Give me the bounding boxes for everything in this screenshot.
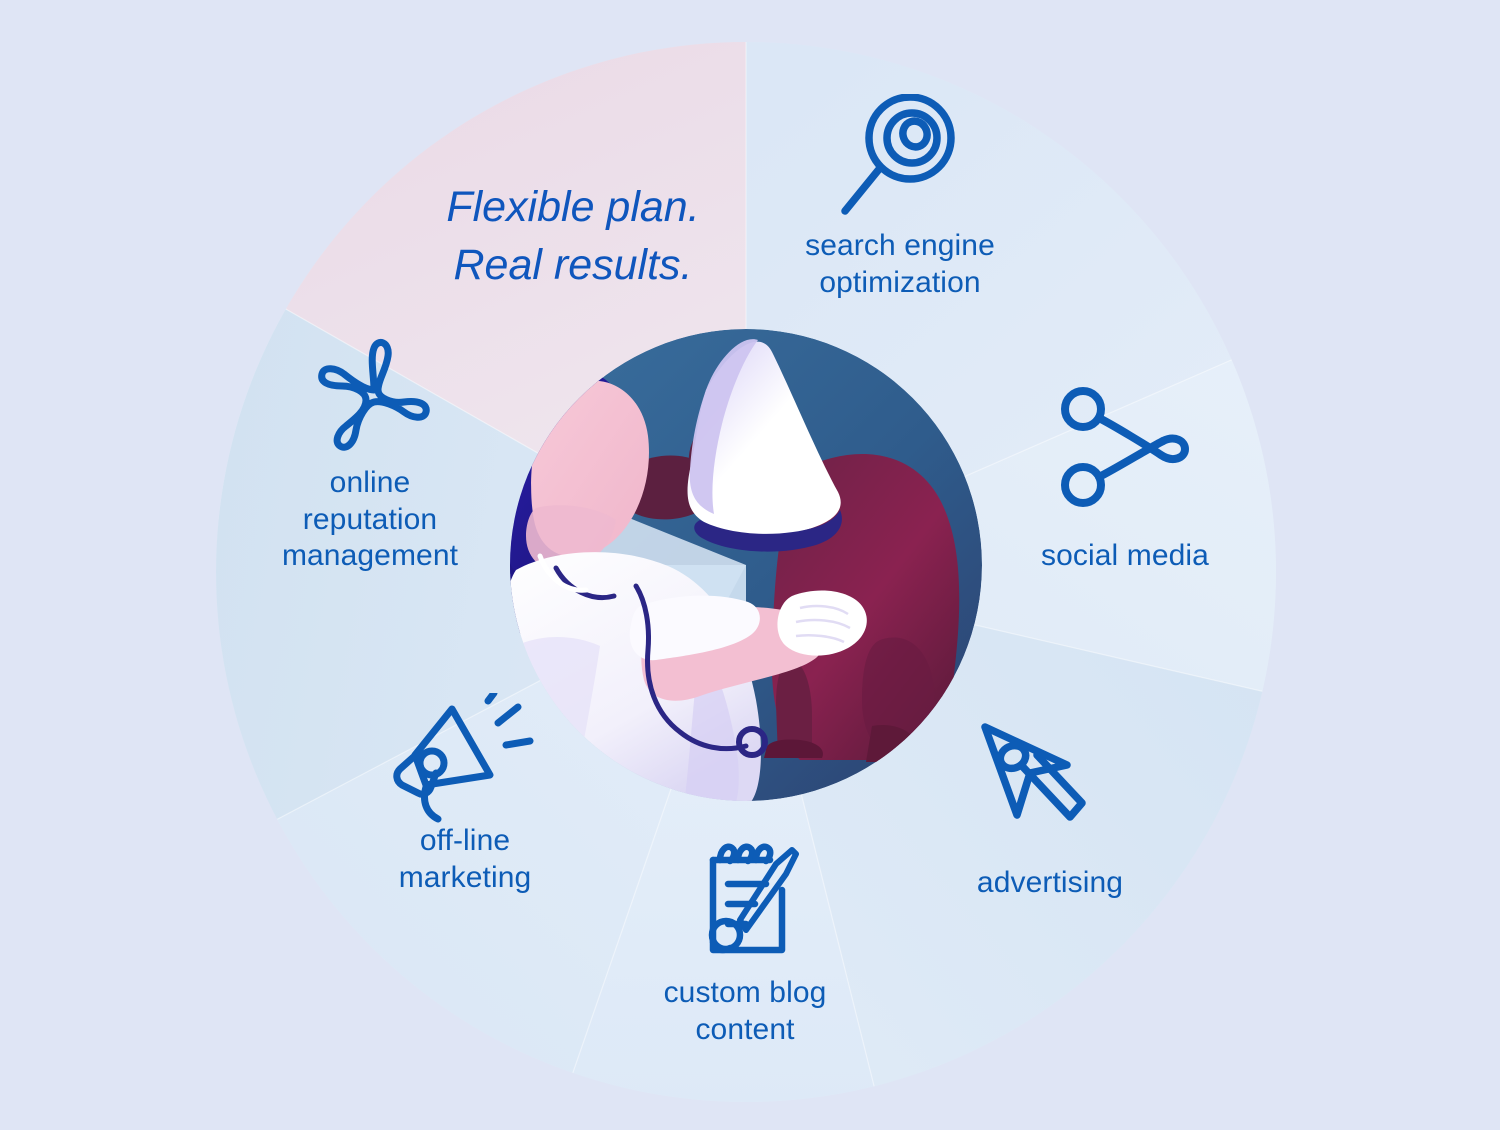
magnifier-icon[interactable] bbox=[832, 94, 962, 224]
label-search-engine-optimization[interactable]: search engine optimization bbox=[805, 229, 995, 299]
label-advertising[interactable]: advertising bbox=[976, 866, 1124, 899]
label-custom-blog-content[interactable]: custom blog content bbox=[663, 976, 827, 1046]
label-online-reputation-management[interactable]: online reputation management bbox=[281, 466, 459, 573]
share-nodes-icon[interactable] bbox=[1055, 385, 1195, 510]
page-title: Flexible plan. Real results. bbox=[446, 183, 700, 290]
cone-rim bbox=[694, 510, 842, 552]
cursor-arrow-icon[interactable] bbox=[975, 715, 1115, 850]
notepad-pencil-icon[interactable] bbox=[700, 838, 810, 963]
label-social-media[interactable]: social media bbox=[1041, 539, 1209, 572]
segment-blog bbox=[560, 572, 880, 1102]
vet-sleeve bbox=[629, 595, 760, 661]
star-loop-icon[interactable] bbox=[308, 336, 438, 458]
segment-social bbox=[746, 330, 1276, 700]
label-off-line-marketing[interactable]: off-line marketing bbox=[398, 824, 532, 894]
megaphone-icon[interactable] bbox=[390, 693, 540, 823]
